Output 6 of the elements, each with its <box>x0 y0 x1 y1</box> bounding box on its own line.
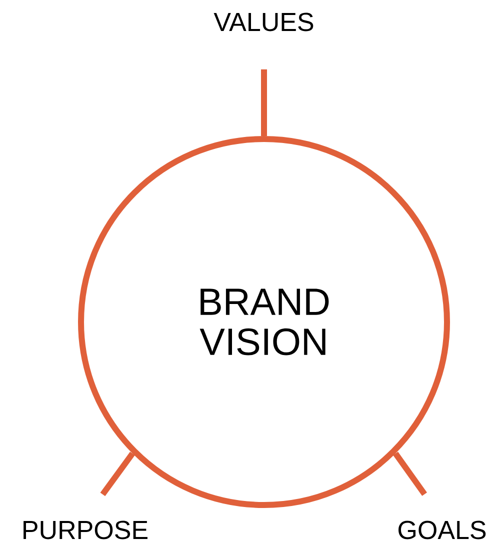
connector-line <box>100 452 135 496</box>
label-text: GOALS <box>398 520 486 540</box>
connector-line <box>393 452 428 496</box>
connector-line <box>261 69 267 136</box>
label-text: VALUES <box>214 12 314 32</box>
label-text: PURPOSE <box>24 520 148 540</box>
